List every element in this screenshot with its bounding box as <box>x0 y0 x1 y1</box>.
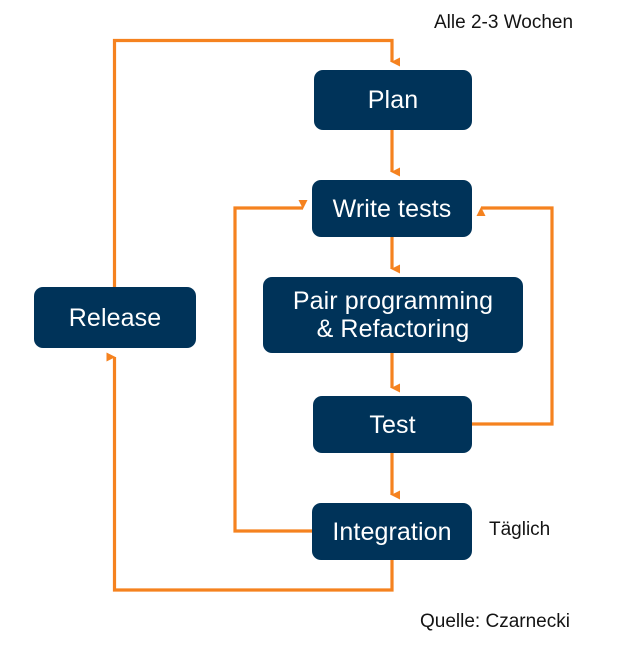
node-write-tests-label: Write tests <box>332 194 452 223</box>
edge-integration-to-release <box>106 352 394 592</box>
edge-test-to-write-tests-loop <box>472 206 554 426</box>
edge-release-to-plan <box>112 38 400 287</box>
node-pair-programming[interactable]: Pair programming & Refactoring <box>263 277 523 353</box>
node-integration[interactable]: Integration <box>312 503 472 560</box>
annotation-release-cadence: Alle 2-3 Wochen <box>434 12 574 33</box>
node-plan-label: Plan <box>367 86 419 114</box>
node-plan[interactable]: Plan <box>314 70 472 130</box>
node-integration-label: Integration <box>332 517 452 546</box>
node-test-label: Test <box>369 410 416 439</box>
edge-integration-to-write-tests-loop <box>233 200 312 533</box>
node-pair-programming-label: Pair programming & Refactoring <box>292 287 494 343</box>
node-write-tests[interactable]: Write tests <box>312 180 472 237</box>
node-release-label: Release <box>68 303 162 332</box>
annotation-source: Quelle: Czarnecki <box>420 611 570 632</box>
annotation-integration-cadence: Täglich <box>489 519 551 540</box>
node-release[interactable]: Release <box>34 287 196 348</box>
node-test[interactable]: Test <box>313 396 472 453</box>
